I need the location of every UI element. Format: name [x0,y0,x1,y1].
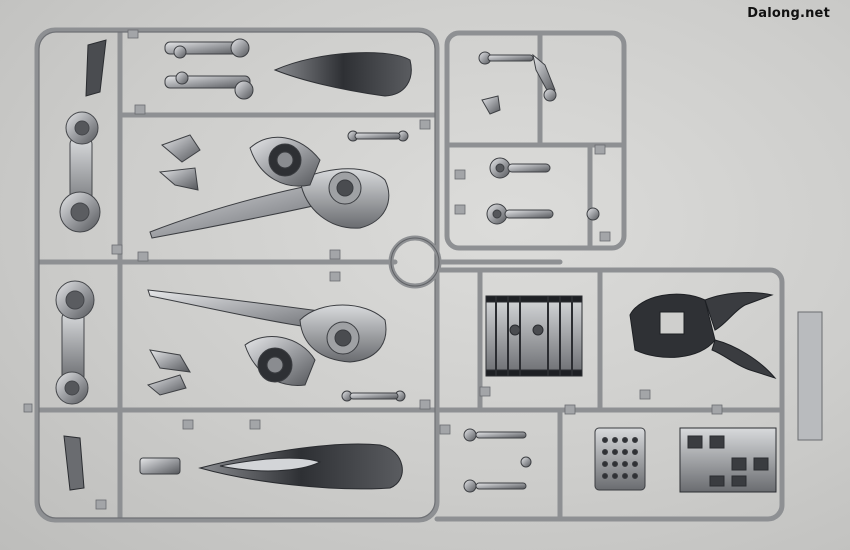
part-arm-small-middle [486,157,600,225]
part-block-set [679,427,777,493]
part-small-pins [341,130,409,402]
part-connecting-rod-lower [55,280,95,405]
part-small-pins-lower [463,428,532,493]
part-blade-lower [147,289,387,386]
part-engine-block [485,295,583,377]
part-claw-lower [146,349,191,396]
part-fin-bottom [198,443,403,490]
part-fin-top [273,52,412,97]
part-cockpit-frame [629,292,777,380]
part-small-bracket [139,457,181,475]
part-arm-small-upper [478,51,557,115]
part-small-clip-topleft [85,39,107,97]
part-linkage-arms [164,38,254,100]
runner-frame [34,27,785,523]
part-vent-grille [594,427,646,491]
part-connecting-rod-upper [59,111,101,233]
sprue-tag-plate [797,311,823,441]
part-claw-upper [158,134,201,191]
watermark-text: Dalong.net [747,6,830,21]
part-blade-upper [149,136,390,239]
part-small-clip-bottomleft [63,435,85,491]
